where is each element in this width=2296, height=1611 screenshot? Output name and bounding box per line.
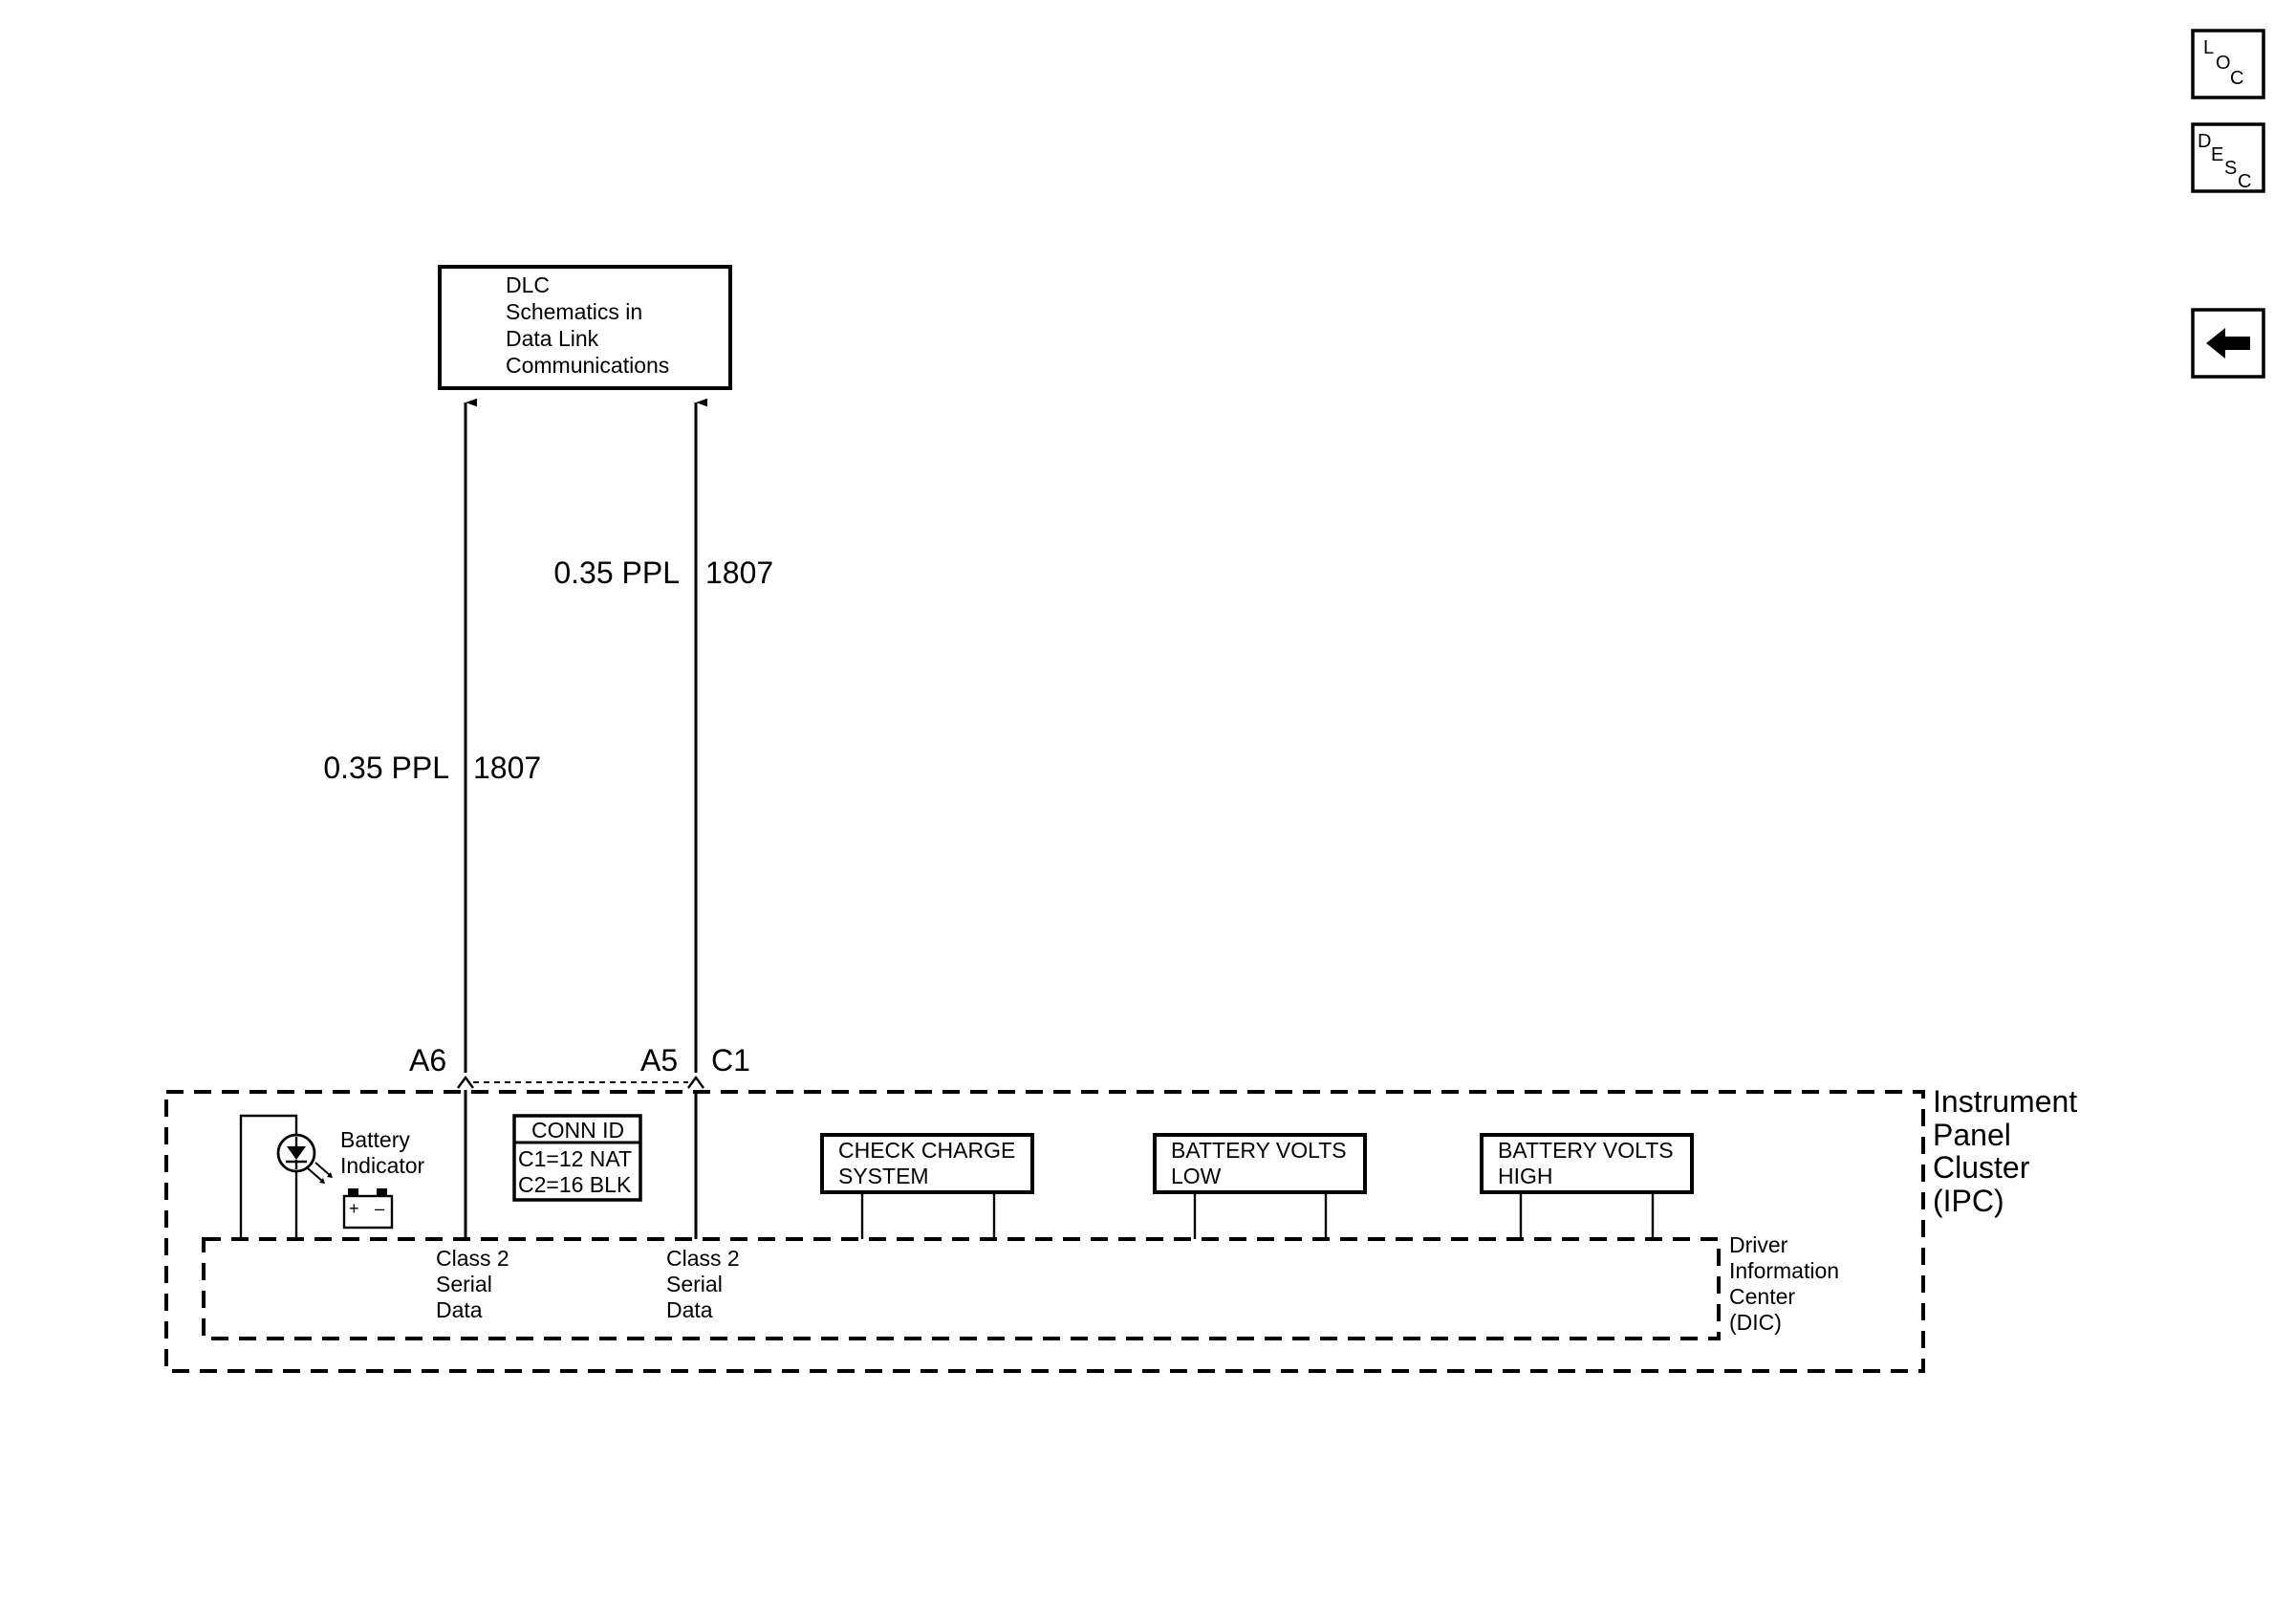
serial-right-line-2: Serial [666, 1272, 723, 1296]
light-emission-icon [307, 1162, 333, 1184]
message-battery-volts-low[interactable]: BATTERY VOLTS LOW [1153, 1133, 1367, 1239]
ipc-label-line-3: Cluster [1933, 1150, 2030, 1185]
desc-letter-d: D [2198, 131, 2211, 152]
battery-plus: + [349, 1199, 359, 1218]
serial-left-line-3: Data [436, 1297, 483, 1322]
serial-left-line-2: Serial [436, 1272, 492, 1296]
conn-id-title: CONN ID [531, 1118, 624, 1143]
dlc-line-2: Schematics in [506, 299, 642, 324]
loc-button[interactable]: L O C [2191, 29, 2265, 99]
conn-id-box[interactable]: CONN ID C1=12 NAT C2=16 BLK [512, 1114, 642, 1202]
dlc-line-1: DLC [506, 272, 550, 297]
pin-a6-label: A6 [409, 1043, 446, 1078]
left-arrow-icon [2206, 328, 2250, 359]
dlc-line-4: Communications [506, 353, 669, 378]
wire-left-circuit-label: 1807 [473, 751, 541, 785]
serial-right-line-1: Class 2 [666, 1246, 740, 1271]
ipc-label-line-1: Instrument [1933, 1084, 2077, 1119]
message-battery-volts-high[interactable]: BATTERY VOLTS HIGH [1480, 1133, 1694, 1239]
dic-label-line-4: (DIC) [1729, 1310, 1782, 1335]
dic-outline [202, 1237, 1721, 1340]
volts-low-line-2: LOW [1171, 1164, 1222, 1188]
pin-a5-label: A5 [640, 1043, 678, 1078]
battery-indicator[interactable]: + – Battery Indicator [239, 1114, 425, 1239]
desc-letter-c: C [2238, 171, 2251, 192]
dic-label-line-1: Driver [1729, 1232, 1788, 1257]
battery-indicator-label-2: Indicator [340, 1153, 425, 1178]
ipc-label-line-4: (IPC) [1933, 1184, 2004, 1218]
loc-letter-o: O [2216, 53, 2231, 74]
loc-letter-c: C [2230, 68, 2243, 89]
wire-right-circuit-label: 1807 [705, 555, 773, 590]
battery-indicator-label-1: Battery [340, 1127, 410, 1152]
desc-letter-e: E [2211, 144, 2223, 165]
volts-low-line-1: BATTERY VOLTS [1171, 1138, 1347, 1163]
conn-id-c2: C2=16 BLK [518, 1172, 632, 1197]
conn-id-c1: C1=12 NAT [518, 1146, 632, 1171]
dlc-box[interactable]: DLC Schematics in Data Link Communicatio… [438, 265, 732, 390]
led-diode-icon [287, 1146, 306, 1160]
desc-button[interactable]: D E S C [2191, 122, 2265, 193]
dic-label-line-2: Information [1729, 1258, 1839, 1283]
ipc-label-line-2: Panel [1933, 1118, 2011, 1152]
battery-indicator-wiring [239, 1114, 298, 1239]
volts-high-line-1: BATTERY VOLTS [1498, 1138, 1674, 1163]
pin-c1-label: C1 [711, 1043, 750, 1078]
serial-left-line-1: Class 2 [436, 1246, 509, 1271]
dlc-line-3: Data Link [506, 326, 599, 351]
battery-minus: – [375, 1199, 384, 1218]
serial-right-line-3: Data [666, 1297, 713, 1322]
ipc-outline [164, 1090, 1925, 1373]
loc-letter-l: L [2203, 37, 2214, 58]
pin-a5-connector [687, 1075, 704, 1089]
wire-left-gauge-label: 0.35 PPL [323, 751, 449, 785]
desc-letter-s: S [2224, 158, 2237, 179]
back-button[interactable] [2191, 308, 2265, 379]
check-charge-line-1: CHECK CHARGE [838, 1138, 1015, 1163]
message-check-charge-system[interactable]: CHECK CHARGE SYSTEM [820, 1133, 1034, 1239]
battery-icon: + – [342, 1188, 394, 1230]
volts-high-line-2: HIGH [1498, 1164, 1553, 1188]
wire-right-gauge-label: 0.35 PPL [553, 555, 680, 590]
check-charge-line-2: SYSTEM [838, 1164, 929, 1188]
dic-label-line-3: Center [1729, 1284, 1795, 1309]
pin-a6-connector [457, 1075, 474, 1089]
